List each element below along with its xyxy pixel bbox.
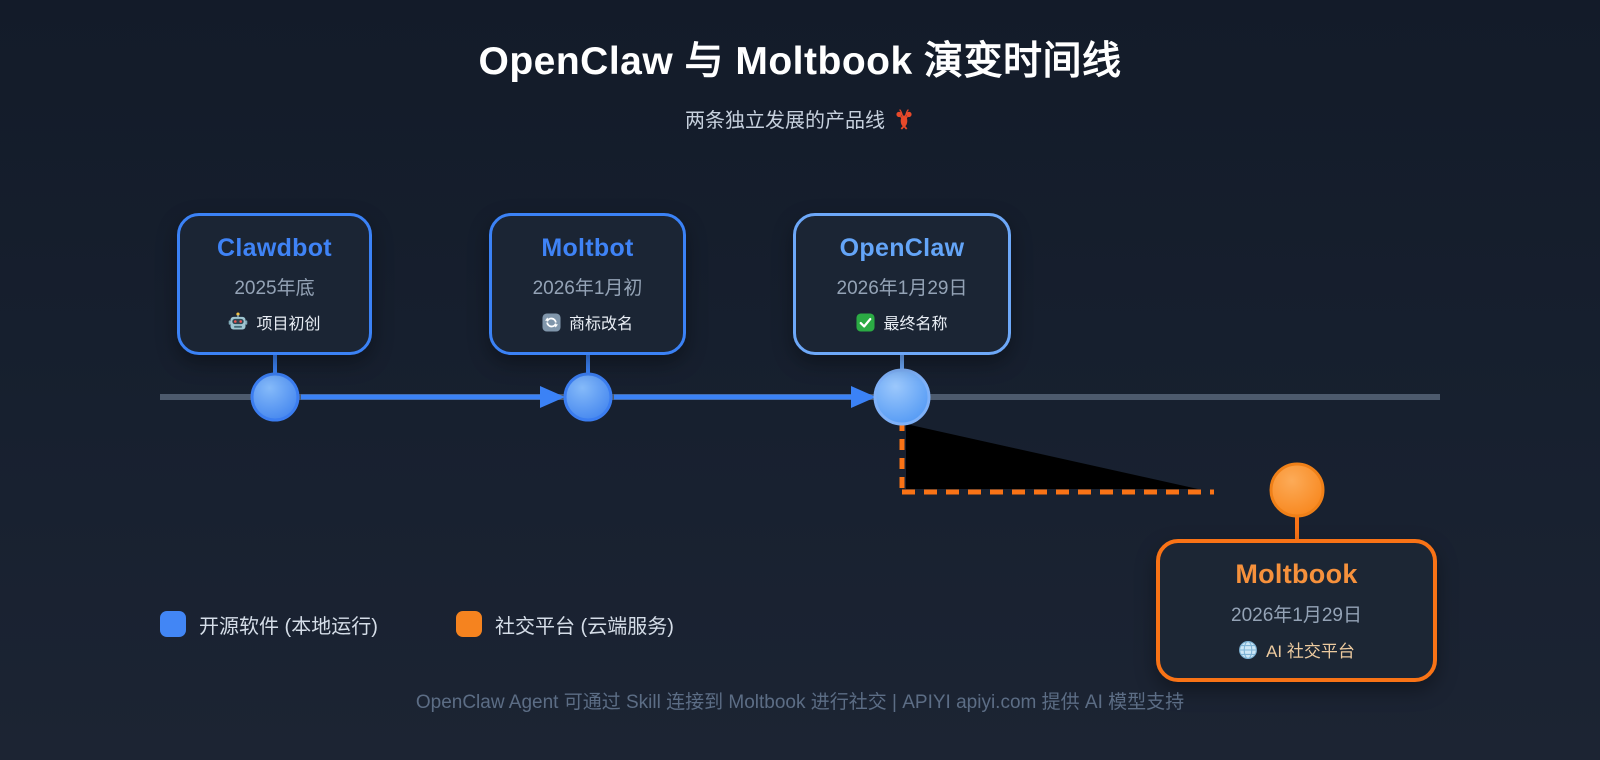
robot-icon — [228, 312, 248, 332]
event-date: 2026年1月29日 — [1231, 605, 1362, 626]
refresh-icon — [542, 312, 561, 332]
event-title: Clawdbot — [217, 234, 332, 262]
subtitle-text: 两条独立发展的产品线 — [685, 110, 885, 132]
lobster-icon — [893, 108, 915, 130]
event-tag: AI 社交平台 — [1266, 642, 1355, 661]
event-date: 2025年底 — [234, 278, 315, 299]
legend-item-opensource: 开源软件 (本地运行) — [160, 610, 378, 638]
globe-icon — [1238, 640, 1258, 660]
page-subtitle: 两条独立发展的产品线 — [0, 104, 1600, 133]
arrowhead-2 — [851, 386, 876, 408]
branch-triangle — [906, 424, 1198, 489]
arrowhead-1 — [540, 386, 565, 408]
check-icon — [856, 312, 876, 332]
node-clawdbot — [250, 372, 300, 422]
page-title: OpenClaw 与 Moltbook 演变时间线 — [478, 40, 1122, 83]
legend-label: 开源软件 (本地运行) — [199, 615, 378, 638]
event-date: 2026年1月初 — [532, 278, 643, 299]
event-tag: 商标改名 — [568, 316, 633, 333]
event-card-openclaw: OpenClaw 2026年1月29日 最终名称 — [793, 213, 1011, 355]
event-card-moltbot: Moltbot 2026年1月初 商标改名 — [489, 213, 686, 355]
legend-swatch-social — [456, 611, 482, 637]
event-title: Moltbot — [541, 234, 634, 262]
header: OpenClaw 与 Moltbook 演变时间线 两条独立发展的产品线 — [0, 0, 1600, 133]
footer-note: OpenClaw Agent 可通过 Skill 连接到 Moltbook 进行… — [415, 692, 1185, 713]
event-card-moltbook: Moltbook 2026年1月29日 AI 社交平台 — [1156, 539, 1437, 682]
legend-item-social: 社交平台 (云端服务) — [456, 610, 674, 638]
event-tag: 项目初创 — [256, 316, 321, 333]
event-date: 2026年1月29日 — [836, 278, 968, 299]
node-moltbot — [563, 372, 613, 422]
legend-label: 社交平台 (云端服务) — [495, 615, 674, 638]
event-title: OpenClaw — [839, 234, 965, 262]
node-moltbook — [1269, 462, 1325, 518]
event-title: Moltbook — [1235, 559, 1358, 589]
event-tag: 最终名称 — [883, 316, 948, 333]
node-openclaw — [873, 368, 931, 426]
event-card-clawdbot: Clawdbot 2025年底 项目初创 — [177, 213, 372, 355]
legend-swatch-opensource — [160, 611, 186, 637]
